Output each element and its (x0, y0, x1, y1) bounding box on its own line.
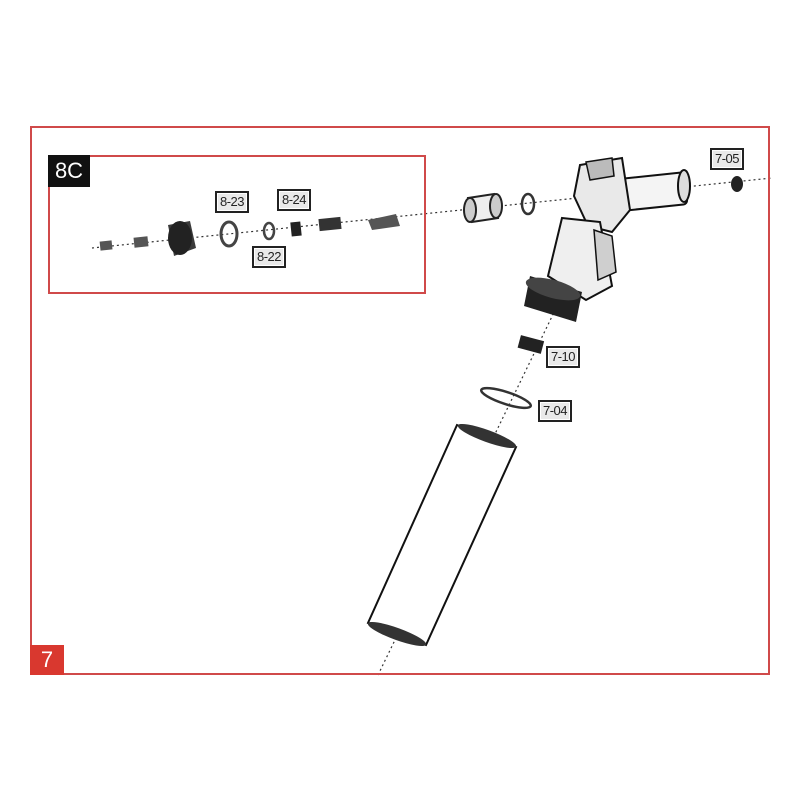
cap-7-05 (731, 176, 743, 192)
part-label-7-10: 7-10 (546, 346, 581, 368)
valve-body (524, 156, 691, 322)
part-label-8-23: 8-23 (215, 191, 250, 213)
tube (366, 423, 518, 647)
part-label-8-22: 8-22 (252, 246, 287, 268)
o-ring-7-04 (479, 386, 533, 410)
inset-badge: 8C (48, 155, 90, 187)
inset-frame (48, 155, 426, 294)
spring-7-10 (517, 335, 545, 354)
part-label-8-24: 8-24 (277, 189, 312, 211)
bushing (463, 192, 503, 224)
axis-line-horizontal (91, 177, 773, 249)
section-badge: 7 (30, 645, 64, 675)
part-label-7-04: 7-04 (538, 400, 573, 422)
inset-parts (99, 214, 400, 256)
part-label-7-05: 7-05 (710, 148, 745, 170)
o-ring-small (520, 192, 536, 216)
section-frame (30, 126, 770, 675)
